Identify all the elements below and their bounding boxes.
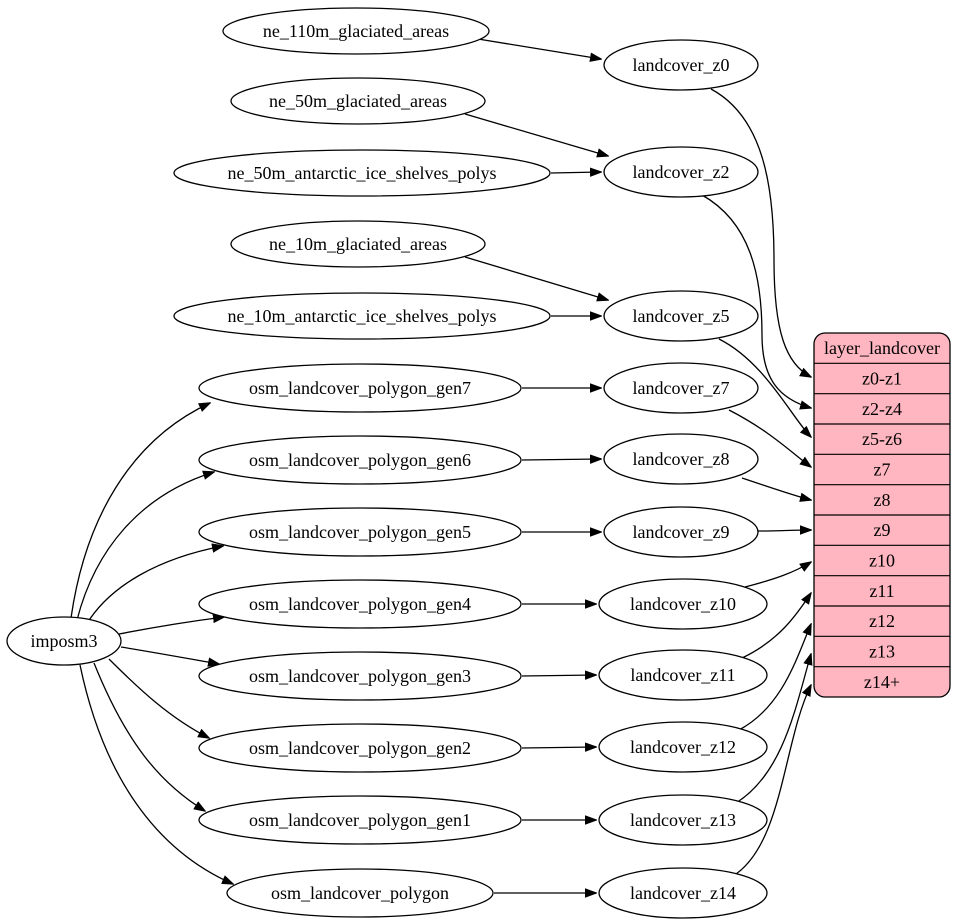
node-label: ne_10m_glaciated_areas [269,234,447,254]
node-landcover-z13: landcover_z13 [598,794,768,846]
node-label: osm_landcover_polygon_gen6 [249,450,471,470]
edge-z12-to-row-z12 [738,624,811,731]
edge-imposm3-to-gen1 [93,662,205,811]
node-osm-landcover-polygon-gen6: osm_landcover_polygon_gen6 [198,435,522,485]
edge-imposm3-to-gen4 [118,617,224,635]
node-landcover-z12: landcover_z12 [598,721,768,773]
node-label: osm_landcover_polygon_gen5 [249,522,471,542]
edge-gen3-to-z11 [521,675,596,676]
node-osm-landcover-polygon-gen3: osm_landcover_polygon_gen3 [198,651,522,701]
node-osm-landcover-polygon-gen2: osm_landcover_polygon_gen2 [198,723,522,773]
node-label: osm_landcover_polygon_gen1 [249,810,471,830]
node-osm-landcover-polygon-gen1: osm_landcover_polygon_gen1 [198,795,522,845]
node-label: ne_50m_antarctic_ice_shelves_polys [228,163,497,183]
node-osm-landcover-polygon: osm_landcover_polygon [226,868,494,918]
node-imposm3-label: imposm3 [30,631,97,651]
node-landcover-z11: landcover_z11 [598,649,768,701]
node-landcover-z8: landcover_z8 [603,433,759,485]
node-ne-50m-antarctic-ice-shelves-polys: ne_50m_antarctic_ice_shelves_polys [173,149,551,197]
node-label: landcover_z5 [633,306,730,326]
edge-z5-to-row-z5-z6 [718,338,811,437]
node-label: ne_50m_glaciated_areas [269,91,447,111]
edge-imposm3-to-gen5 [85,546,223,626]
table-row-z14plus: z14+ [864,672,900,692]
node-ne-10m-glaciated-areas: ne_10m_glaciated_areas [230,220,486,268]
node-landcover-z9: landcover_z9 [603,506,759,558]
edge-z2-to-row-z2-z4 [701,194,811,408]
node-label: landcover_z13 [630,810,736,830]
node-label: landcover_z8 [633,449,730,469]
node-ne-50m-glaciated-areas: ne_50m_glaciated_areas [230,77,486,125]
node-label: landcover_z2 [633,162,730,182]
edges [70,38,811,893]
node-osm-landcover-polygon-gen7: osm_landcover_polygon_gen7 [198,363,522,413]
node-label: landcover_z9 [633,522,730,542]
table-row-z9: z9 [874,520,891,540]
edge-imposm3-to-polygon [79,664,233,884]
edge-imposm3-to-gen2 [108,658,209,738]
node-label: landcover_z10 [630,594,736,614]
table-row-z10: z10 [869,551,895,571]
node-landcover-z5: landcover_z5 [603,290,759,342]
edge-ne50m-glaciated-to-z2 [464,113,608,156]
node-landcover-z10: landcover_z10 [598,578,768,630]
node-label: osm_landcover_polygon_gen3 [249,666,471,686]
node-ne-110m-glaciated-areas: ne_110m_glaciated_areas [222,7,490,55]
edge-z14-to-row-z14plus [732,685,811,877]
edge-ne10m-glaciated-to-z5 [464,256,608,300]
node-label: landcover_z11 [630,665,735,685]
node-landcover-z14: landcover_z14 [598,867,768,919]
table-row-z2-z4: z2-z4 [862,399,902,419]
node-label: osm_landcover_polygon_gen7 [249,378,471,398]
edge-z7-to-row-z7 [728,409,811,467]
node-osm-landcover-polygon-gen4: osm_landcover_polygon_gen4 [198,579,522,629]
edge-z13-to-row-z13 [735,654,811,804]
node-label: osm_landcover_polygon [271,883,449,903]
edge-z9-to-row-z9 [757,530,811,531]
table-layer-landcover: layer_landcover z0-z1 z2-z4 z5-z6 z7 z8 … [813,332,951,698]
table-row-z7: z7 [874,460,891,480]
edge-z10-to-row-z10 [744,562,811,588]
node-landcover-z0: landcover_z0 [603,39,759,91]
edge-imposm3-to-gen7 [70,403,210,619]
table-row-z11: z11 [869,581,894,601]
node-label: osm_landcover_polygon_gen4 [249,594,471,614]
node-label: ne_10m_antarctic_ice_shelves_polys [228,306,497,326]
edge-z11-to-row-z11 [741,593,811,659]
table-row-z13: z13 [869,642,895,662]
node-imposm3: imposm3 [6,616,122,666]
table-row-z5-z6: z5-z6 [862,429,902,449]
edge-imposm3-to-gen3 [120,646,219,664]
table-row-z0-z1: z0-z1 [862,369,902,389]
node-osm-landcover-polygon-gen5: osm_landcover_polygon_gen5 [198,507,522,557]
node-label: landcover_z7 [633,378,730,398]
edge-gen2-to-z12 [521,747,596,748]
node-landcover-z2: landcover_z2 [603,146,759,198]
node-label: landcover_z12 [630,737,736,757]
node-label: osm_landcover_polygon_gen2 [249,738,471,758]
edge-imposm3-to-gen6 [76,472,214,621]
node-landcover-z7: landcover_z7 [603,362,759,414]
edge-ne110m-to-z0 [477,38,601,59]
table-row-z8: z8 [874,490,891,510]
edge-z8-to-row-z8 [741,477,811,500]
node-ne-10m-antarctic-ice-shelves-polys: ne_10m_antarctic_ice_shelves_polys [173,292,551,340]
edge-ne50m-antarctic-to-z2 [550,172,601,173]
table-title: layer_landcover [824,338,940,358]
node-label: landcover_z0 [633,55,730,75]
edge-z0-to-row-z0-z1 [710,88,811,377]
node-label: landcover_z14 [630,883,736,903]
edge-gen6-to-z8 [521,459,601,460]
node-label: ne_110m_glaciated_areas [263,21,449,41]
table-row-z12: z12 [869,611,895,631]
